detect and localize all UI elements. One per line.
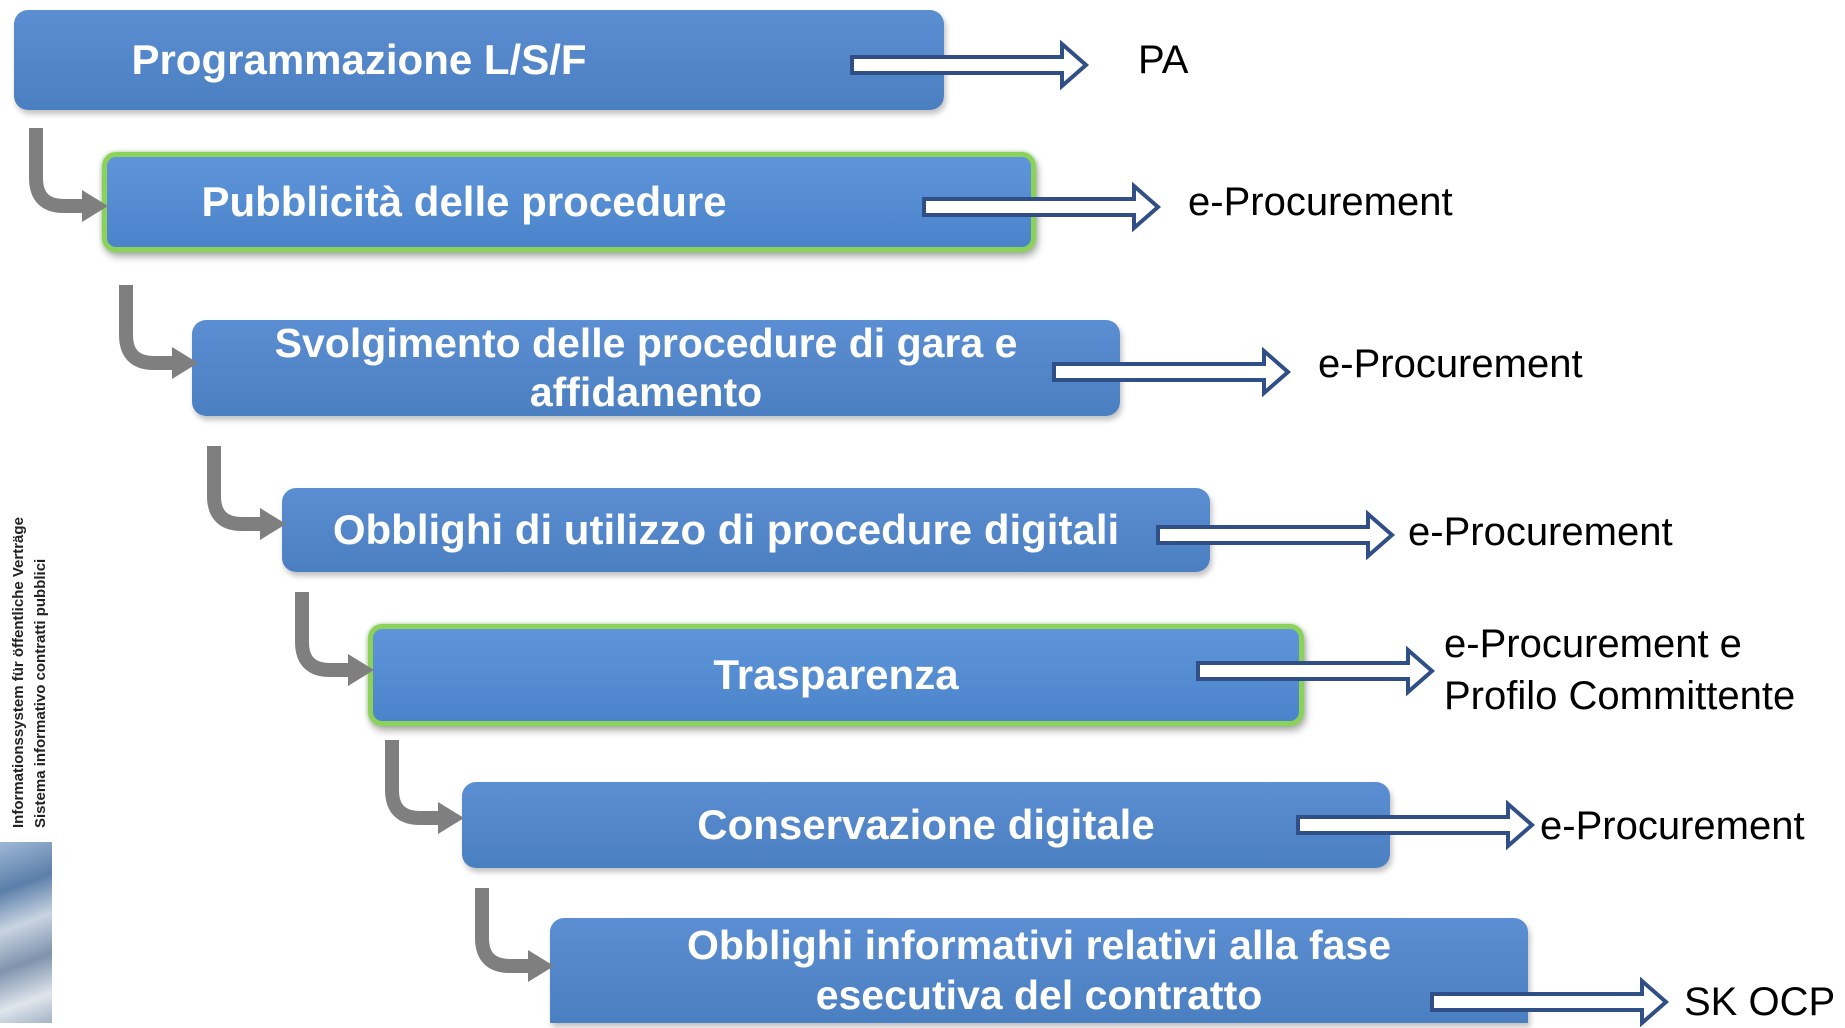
step-pubblicita-box: Pubblicità delle procedure — [102, 152, 1036, 252]
curved-arrow-icon — [475, 888, 554, 982]
step-trasparenza-box: Trasparenza — [368, 624, 1304, 726]
target-label: e-Procurement — [1188, 180, 1453, 224]
target-label: e-Procurement — [1540, 804, 1805, 848]
target-label: PA — [1138, 38, 1189, 82]
curved-arrow-icon — [207, 446, 286, 540]
arrow-right-icon — [1296, 800, 1536, 850]
sidebar-caption-line2: Sistema informativo contratti pubblici — [31, 558, 49, 828]
step-pubblicita-label: Pubblicità delle procedure — [201, 177, 727, 225]
arrow-right-icon — [1196, 646, 1436, 696]
curved-arrow-icon — [295, 592, 374, 686]
step-conservazione-label: Conservazione digitale — [697, 800, 1155, 848]
step-programmazione-box: Programmazione L/S/F — [14, 10, 944, 110]
step-obblighi-utilizzo-label: Obblighi di utilizzo di procedure digita… — [332, 505, 1120, 553]
step-obblighi-informativi-label: Obblighi informativi relativi alla fase … — [686, 922, 1392, 1018]
curved-arrow-icon — [29, 128, 108, 222]
step-svolgimento-label: Svolgimento delle procedure di gara e af… — [274, 319, 1018, 415]
step-conservazione-box: Conservazione digitale — [462, 782, 1390, 868]
curved-arrow-icon — [119, 285, 198, 379]
step-obblighi-informativi-box: Obblighi informativi relativi alla fase … — [550, 918, 1528, 1023]
target-label: SK OCP — [1684, 980, 1836, 1024]
target-label: e-Procurement — [1318, 342, 1583, 386]
step-trasparenza-label: Trasparenza — [713, 650, 959, 698]
arrow-right-icon — [1052, 347, 1292, 397]
arrow-right-icon — [1156, 510, 1396, 560]
sidebar-photo — [0, 842, 52, 1023]
sidebar-caption-line1: Informationssystem für öffentliche Vertr… — [10, 517, 27, 828]
step-svolgimento-box: Svolgimento delle procedure di gara e af… — [192, 320, 1120, 416]
curved-arrow-icon — [385, 740, 464, 834]
step-obblighi-utilizzo-box: Obblighi di utilizzo di procedure digita… — [282, 488, 1210, 572]
arrow-right-icon — [922, 182, 1162, 232]
target-label: e-Procurement e Profilo Committente — [1444, 622, 1796, 718]
arrow-right-icon — [1430, 977, 1670, 1027]
step-programmazione-label: Programmazione L/S/F — [131, 35, 587, 83]
target-label: e-Procurement — [1408, 510, 1673, 554]
arrow-right-icon — [850, 40, 1090, 90]
sidebar-caption: Informationssystem für öffentliche Vertr… — [8, 517, 52, 828]
